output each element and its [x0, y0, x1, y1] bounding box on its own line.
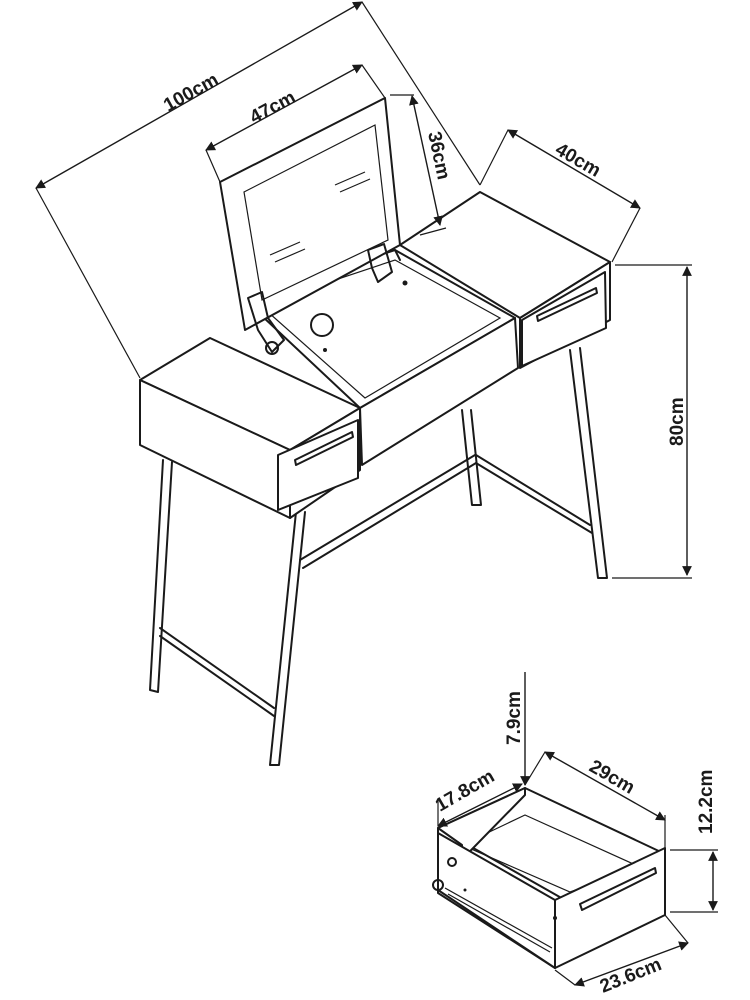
- table-width-label: 100cm: [160, 69, 222, 116]
- vanity-table: [139, 97, 611, 766]
- drawer-handle: [579, 867, 657, 911]
- drawer-height-label: 12.2cm: [696, 770, 717, 834]
- drawer-top-gap-label: 7.9cm: [504, 691, 525, 745]
- drawer-width-label: 23.6cm: [597, 954, 665, 998]
- right-drawer-handle: [536, 287, 598, 322]
- table-depth-label: 40cm: [552, 139, 605, 181]
- left-hinge: [247, 291, 285, 353]
- right-hinge: [367, 243, 393, 283]
- drawer-length-label: 29cm: [586, 756, 639, 798]
- table-height-label: 80cm: [667, 397, 688, 446]
- mirror-width-label: 47cm: [246, 87, 299, 128]
- left-drawer: [277, 419, 359, 511]
- cable-hole: [310, 313, 334, 337]
- drawer-detail: [432, 672, 718, 987]
- dimension-lines: [35, 1, 692, 579]
- left-drawer-handle: [294, 431, 354, 466]
- right-drawer: [521, 271, 607, 367]
